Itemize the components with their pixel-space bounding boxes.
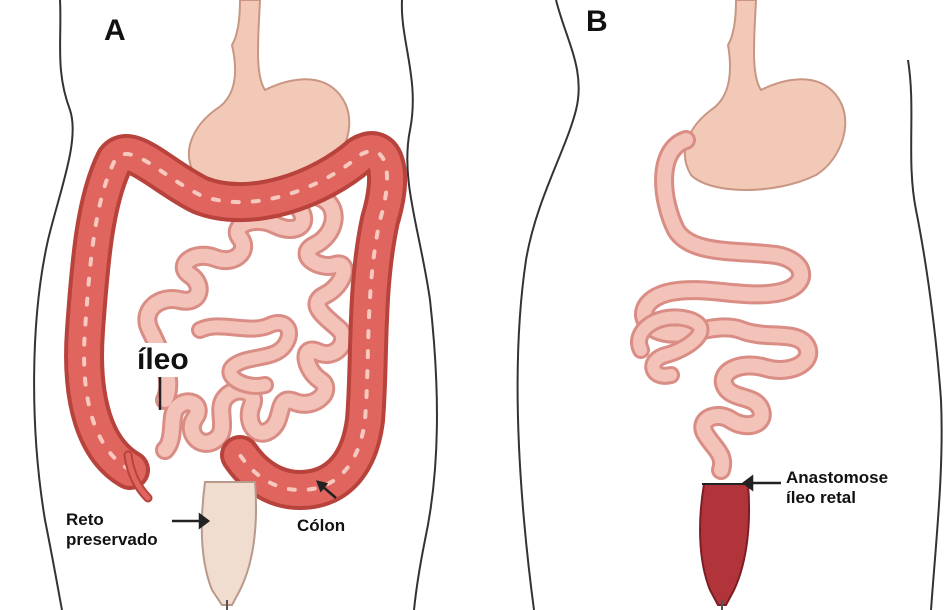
colon-label: Cólon: [297, 516, 345, 536]
reto-label-line1: Reto: [66, 510, 158, 530]
reto-label-line2: preservado: [66, 530, 158, 550]
panel-b: B Anastomose íleo retal: [476, 0, 951, 610]
panel-b-illustration: [476, 0, 951, 610]
anastomose-label: Anastomose íleo retal: [786, 468, 888, 508]
panel-letter-b: B: [586, 5, 608, 39]
preserved-rectum: [202, 482, 256, 610]
anastomose-label-line2: íleo retal: [786, 488, 888, 508]
small-intestine: [639, 140, 808, 470]
panel-letter-a: A: [104, 14, 126, 48]
panel-a: A íleo Reto preservado Cólon: [0, 0, 475, 610]
small-intestine: [147, 195, 343, 450]
stomach: [685, 0, 845, 190]
anastomose-label-line1: Anastomose: [786, 468, 888, 488]
ileo-label: íleo: [134, 343, 192, 377]
pointer-arrows: [744, 477, 781, 489]
reto-preservado-label: Reto preservado: [66, 510, 158, 550]
rectum-with-anastomosis: [700, 484, 750, 610]
